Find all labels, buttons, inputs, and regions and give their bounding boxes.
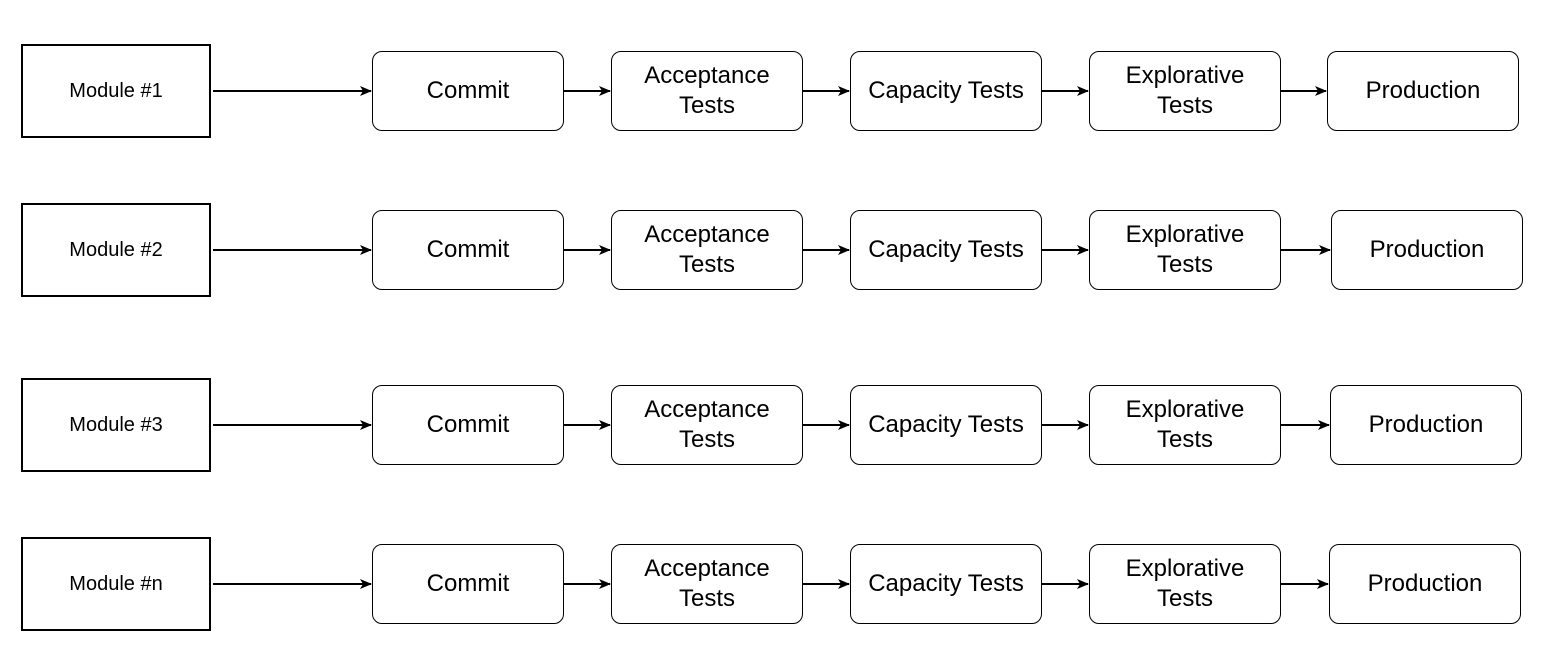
module-box: Module #n	[21, 537, 211, 631]
stage-box: Commit	[372, 544, 564, 624]
stage-box: Explorative Tests	[1089, 544, 1281, 624]
connector-arrows	[213, 420, 1330, 430]
pipeline-row: Module #n Commit Acceptance Tests Capacity …	[0, 537, 1541, 633]
module-box: Module #1	[21, 44, 211, 138]
stage-label: Capacity Tests	[868, 236, 1024, 263]
stage-box: Commit	[372, 210, 564, 290]
stage-box: Explorative Tests	[1089, 51, 1281, 131]
stage-box: Production	[1327, 51, 1519, 131]
connector-arrows	[213, 579, 1329, 589]
stage-label: Production	[1367, 570, 1483, 597]
stage-label: Acceptance Tests	[644, 62, 770, 119]
stage-label: Capacity Tests	[868, 411, 1024, 438]
stage-box: Acceptance Tests	[611, 210, 803, 290]
stage-box: Capacity Tests	[850, 385, 1042, 465]
pipeline-row: Module #1 Commit Acceptance Tests Capacity …	[0, 44, 1541, 140]
module-box: Module #3	[21, 378, 211, 472]
stage-label: Explorative Tests	[1125, 62, 1245, 119]
stage-box: Explorative Tests	[1089, 210, 1281, 290]
stage-label: Capacity Tests	[868, 77, 1024, 104]
stage-box: Commit	[372, 385, 564, 465]
stage-label: Explorative Tests	[1125, 555, 1245, 612]
module-box: Module #2	[21, 203, 211, 297]
stage-label: Explorative Tests	[1125, 396, 1245, 453]
stage-label: Commit	[426, 411, 510, 438]
pipeline-row: Module #3 Commit Acceptance Tests Capacity …	[0, 378, 1541, 474]
stage-box: Commit	[372, 51, 564, 131]
stage-box: Acceptance Tests	[611, 51, 803, 131]
stage-label: Commit	[426, 77, 510, 104]
pipeline-row: Module #2 Commit Acceptance Tests Capacity …	[0, 203, 1541, 299]
stage-box: Capacity Tests	[850, 544, 1042, 624]
connector-arrows	[213, 86, 1327, 96]
stage-label: Acceptance Tests	[644, 396, 770, 453]
stage-label: Commit	[426, 570, 510, 597]
stage-label: Production	[1368, 411, 1484, 438]
stage-box: Capacity Tests	[850, 51, 1042, 131]
stage-label: Explorative Tests	[1125, 221, 1245, 278]
stage-box: Acceptance Tests	[611, 385, 803, 465]
stage-box: Capacity Tests	[850, 210, 1042, 290]
stage-box: Production	[1331, 210, 1523, 290]
stage-box: Acceptance Tests	[611, 544, 803, 624]
stage-box: Explorative Tests	[1089, 385, 1281, 465]
stage-label: Commit	[426, 236, 510, 263]
connector-arrows	[213, 245, 1331, 255]
stage-label: Acceptance Tests	[644, 221, 770, 278]
stage-label: Production	[1365, 77, 1481, 104]
stage-label: Capacity Tests	[868, 570, 1024, 597]
stage-label: Acceptance Tests	[644, 555, 770, 612]
stage-label: Production	[1369, 236, 1485, 263]
stage-box: Production	[1329, 544, 1521, 624]
stage-box: Production	[1330, 385, 1522, 465]
